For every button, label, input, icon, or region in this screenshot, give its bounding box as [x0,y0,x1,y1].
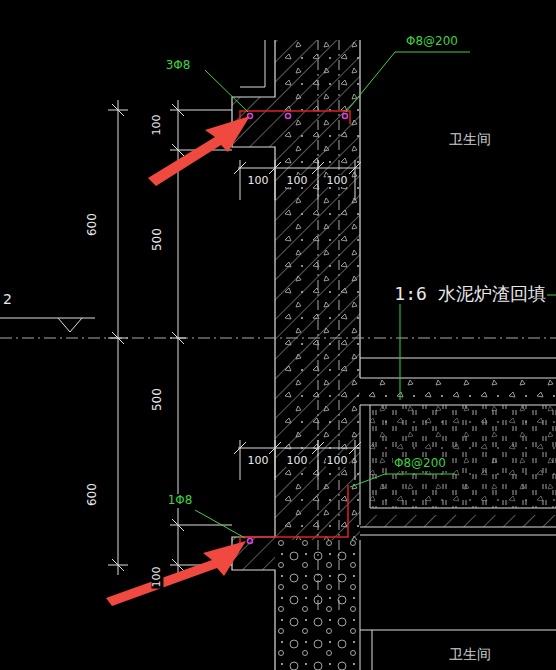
dimensions [108,100,361,575]
room-name: 卫生间 [448,647,492,662]
cut-text: 2 [2,292,13,307]
rebar-label: Φ8@200 [393,457,447,470]
dimension: 100 [247,455,270,467]
dimension: 100 [326,455,349,467]
rebar-label: Φ8@200 [405,35,459,48]
rebar-label: 1Φ8 [167,494,194,507]
floor [0,318,556,670]
dimension: 100 [286,175,309,187]
dimension: 500 [150,228,163,253]
rebar-label: 3Φ8 [165,59,192,72]
dimension: 100 [151,566,163,589]
dimension: 600 [85,483,98,508]
room-name: 卫生间 [448,132,492,147]
dimension: 100 [151,114,163,137]
rebar [240,111,350,545]
dimension: 100 [286,455,309,467]
dimension: 500 [150,388,163,413]
leaders [195,52,556,538]
fill-note: 1:6 水泥炉渣回填 [393,284,546,304]
dimension: 600 [85,213,98,238]
dimension: 100 [247,175,270,187]
pointer-arrows [106,116,250,606]
wall [232,40,360,670]
dimension: 100 [326,175,349,187]
